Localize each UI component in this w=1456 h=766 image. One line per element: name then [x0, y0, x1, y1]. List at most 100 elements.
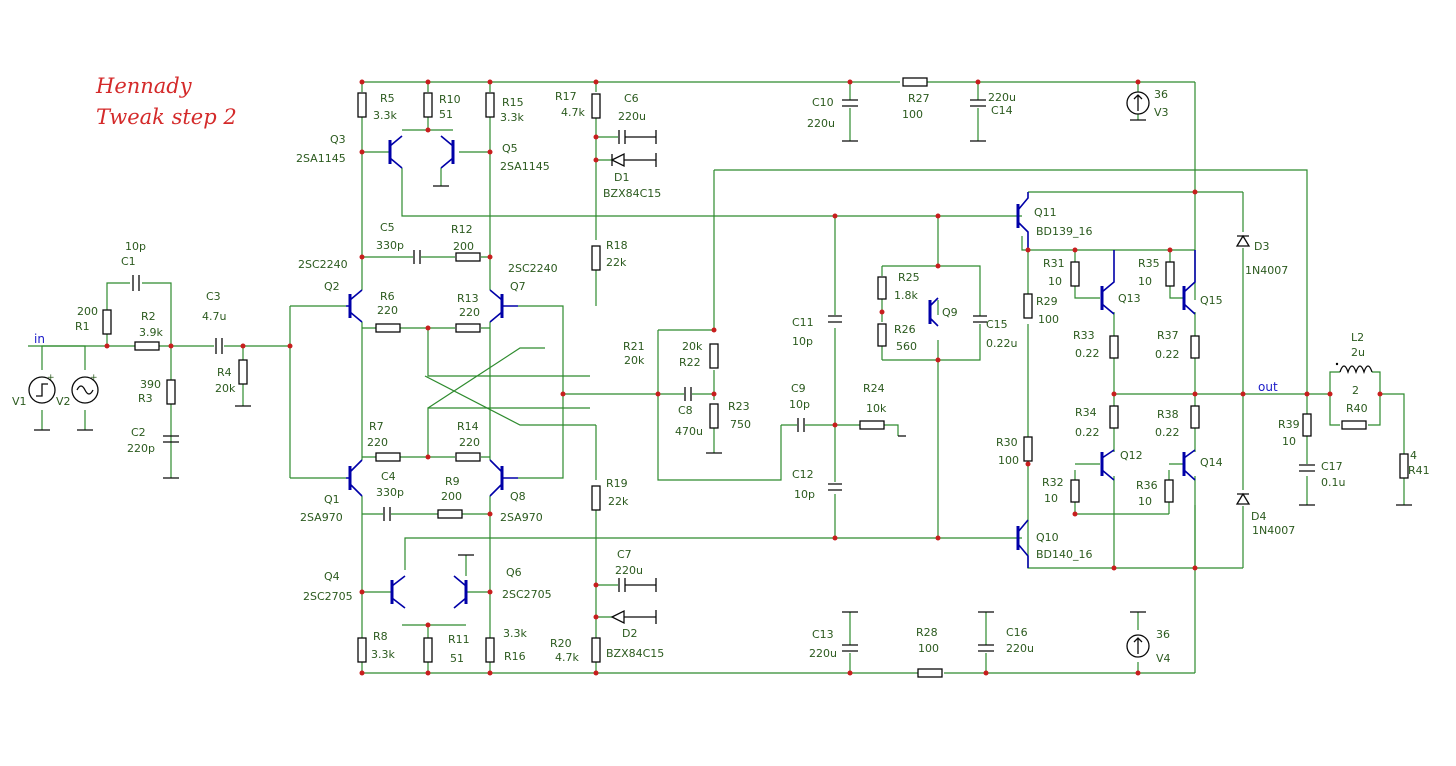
label-q6: Q6 — [506, 566, 522, 579]
label-c4-value: 330p — [376, 486, 404, 499]
label-r15-value: 3.3k — [500, 111, 524, 124]
transistor-q3 — [388, 135, 403, 169]
label-c11-value: 10p — [792, 335, 813, 348]
diode-d4 — [1235, 492, 1251, 505]
label-q14: Q14 — [1200, 456, 1223, 469]
label-c2-value: 220p — [127, 442, 155, 455]
label-q13: Q13 — [1118, 292, 1141, 305]
label-r10-value: 51 — [439, 108, 453, 121]
label-r40: R40 — [1346, 402, 1368, 415]
label-r25-value: 1.8k — [894, 289, 918, 302]
transistor-q8 — [489, 459, 518, 497]
label-r23-value: 750 — [730, 418, 751, 431]
capacitor-c10 — [842, 99, 858, 142]
resistor-r29 — [1023, 293, 1033, 319]
label-r17-value: 4.7k — [561, 106, 585, 119]
label-q4-type: 2SC2705 — [303, 590, 353, 603]
resistor-r14 — [455, 452, 481, 462]
label-c15: C15 — [986, 318, 1008, 331]
label-q10-type: BD140_16 — [1036, 548, 1093, 561]
transistor-q4 — [390, 575, 406, 609]
label-q11-type: BD139_16 — [1036, 225, 1093, 238]
label-v4-value: 36 — [1156, 628, 1170, 641]
label-r29-value: 100 — [1038, 313, 1059, 326]
capacitor-c9 — [797, 418, 805, 432]
title-line-2: Tweak step 2 — [96, 105, 237, 129]
label-q1-type: 2SA970 — [300, 511, 343, 524]
label-v2: V2 — [56, 395, 71, 408]
capacitor-c3 — [215, 338, 223, 354]
capacitor-c14 — [970, 99, 986, 142]
label-r1-value: 200 — [77, 305, 98, 318]
label-r2-value: 3.9k — [139, 326, 163, 339]
label-v4: V4 — [1156, 652, 1171, 665]
resistor-r13 — [455, 323, 481, 333]
label-c10-value: 220u — [807, 117, 835, 130]
label-c5: C5 — [380, 221, 395, 234]
resistor-r30 — [1023, 436, 1033, 462]
label-r4: R4 — [217, 366, 232, 379]
label-c16-value: 220u — [1006, 642, 1034, 655]
resistor-r12 — [455, 252, 481, 262]
label-r33-value: 0.22 — [1075, 347, 1100, 360]
label-c12: C12 — [792, 468, 814, 481]
label-r18: R18 — [606, 239, 628, 252]
label-c15-value: 0.22u — [986, 337, 1017, 350]
wiring — [28, 81, 1405, 674]
label-c1-value: 10p — [125, 240, 146, 253]
capacitor-c16 — [978, 611, 994, 652]
label-r3-value: 390 — [140, 378, 161, 391]
resistor-r4 — [238, 359, 248, 385]
label-r11: R11 — [448, 633, 470, 646]
label-r14-value: 220 — [459, 436, 480, 449]
label-c13-value: 220u — [809, 647, 837, 660]
capacitor-c5 — [413, 250, 421, 264]
svg-text:+: + — [90, 373, 98, 383]
label-r21-value: 20k — [624, 354, 645, 367]
resistors — [102, 77, 1409, 678]
label-c6: C6 — [624, 92, 639, 105]
transistor-q5 — [440, 135, 455, 169]
label-c12-value: 10p — [794, 488, 815, 501]
label-r29: R29 — [1036, 295, 1058, 308]
resistor-r35 — [1165, 261, 1175, 287]
label-r39: R39 — [1278, 418, 1300, 431]
label-r11-value: 51 — [450, 652, 464, 665]
capacitor-c4 — [383, 507, 391, 521]
resistor-r9 — [437, 509, 463, 519]
label-c13: C13 — [812, 628, 834, 641]
label-r35-value: 10 — [1138, 275, 1152, 288]
label-r4-value: 20k — [215, 382, 236, 395]
resistor-r7 — [375, 452, 401, 462]
label-r12-value: 200 — [453, 240, 474, 253]
label-r30-value: 100 — [998, 454, 1019, 467]
label-q7-type: 2SC2240 — [508, 262, 558, 275]
label-r24-value: 10k — [866, 402, 887, 415]
resistor-r26 — [877, 323, 887, 347]
resistor-r10 — [423, 92, 433, 118]
resistor-r24 — [859, 420, 885, 430]
resistor-r34 — [1109, 405, 1119, 429]
transistor-q6 — [453, 575, 468, 609]
source-v1: + — [28, 373, 56, 404]
label-r36-value: 10 — [1138, 495, 1152, 508]
resistor-r28 — [917, 668, 943, 678]
label-v3: V3 — [1154, 106, 1169, 119]
label-c2: C2 — [131, 426, 146, 439]
resistor-r33 — [1109, 335, 1119, 359]
label-v3-value: 36 — [1154, 88, 1168, 101]
label-r40-value: 2 — [1352, 384, 1359, 397]
label-r18-value: 22k — [606, 256, 627, 269]
label-r7-value: 220 — [367, 436, 388, 449]
label-r25: R25 — [898, 271, 920, 284]
resistor-r36 — [1164, 479, 1174, 503]
label-c3-value: 4.7u — [202, 310, 226, 323]
capacitor-c12 — [828, 483, 842, 491]
label-r41-value: 4 — [1410, 449, 1417, 462]
label-d1-type: BZX84C15 — [603, 187, 661, 200]
label-c3: C3 — [206, 290, 221, 303]
label-r16-value: 3.3k — [503, 627, 527, 640]
transistor-q7 — [489, 289, 518, 323]
label-q12: Q12 — [1120, 449, 1143, 462]
resistor-r25 — [877, 276, 887, 300]
